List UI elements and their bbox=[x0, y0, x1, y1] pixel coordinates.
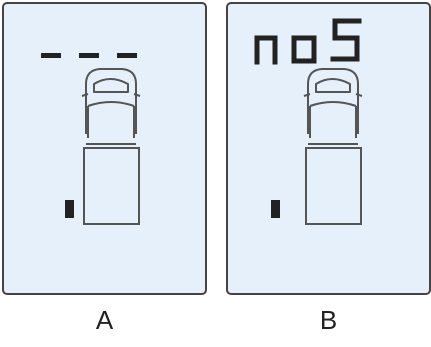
dash-readout bbox=[41, 53, 137, 58]
indicator-block-icon bbox=[271, 200, 280, 218]
truck-outline-icon bbox=[303, 68, 363, 145]
segment-readout bbox=[254, 18, 362, 65]
trailer-box-icon bbox=[305, 147, 362, 225]
dash-segment-icon bbox=[117, 53, 137, 58]
dash-segment-icon bbox=[41, 53, 61, 58]
lcd-panel-b bbox=[226, 2, 431, 295]
segment-digit-icon bbox=[330, 18, 362, 62]
lcd-display-b bbox=[254, 18, 363, 225]
lcd-panel-a bbox=[2, 2, 207, 295]
segment-digit-icon bbox=[254, 35, 278, 65]
trailer-box-icon bbox=[83, 147, 140, 225]
panel-b-caption: B bbox=[319, 305, 338, 335]
indicator-block-icon bbox=[65, 200, 74, 218]
segment-digit-icon bbox=[291, 35, 317, 64]
panel-a-caption: A bbox=[95, 305, 114, 335]
lcd-display-a bbox=[41, 53, 141, 225]
truck-outline-icon bbox=[81, 68, 141, 145]
dash-segment-icon bbox=[79, 53, 99, 58]
